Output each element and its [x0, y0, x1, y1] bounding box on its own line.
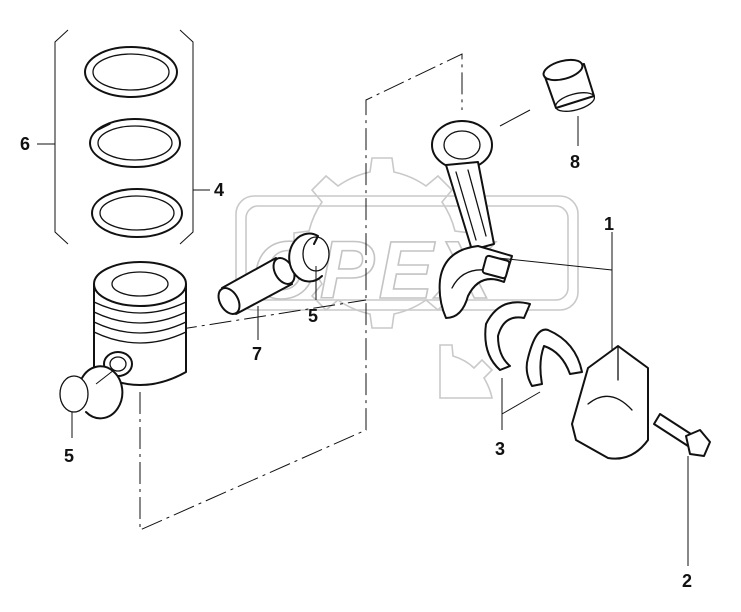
connecting-rod-cap: [571, 345, 649, 460]
callout-1: 1: [604, 214, 614, 234]
assembly-axis-lines: [139, 53, 463, 531]
connecting-rod: [431, 120, 513, 319]
ring-set-brace: [37, 29, 210, 245]
snap-ring-right: [288, 232, 330, 283]
piston-ring-middle: [89, 118, 181, 168]
callout-4: 4: [214, 180, 224, 200]
callout-5-left: 5: [64, 446, 74, 466]
bearing-shell-lower: [525, 328, 583, 387]
piston-ring-oil: [91, 188, 183, 238]
rod-cap-bolt: [653, 413, 711, 457]
piston: [93, 261, 187, 386]
small-end-bushing: [542, 58, 596, 112]
piston-ring-top: [84, 46, 178, 98]
callout-7: 7: [252, 344, 262, 364]
leader-lines: [71, 109, 689, 566]
callout-labels: 1 2 3 4 5 5 6 7 8: [20, 134, 692, 591]
callout-8: 8: [570, 152, 580, 172]
bearing-shell-upper: [484, 301, 531, 371]
callout-5-right: 5: [308, 306, 318, 326]
snap-ring-left: [59, 365, 124, 420]
piston-pin: [217, 257, 296, 315]
callout-6: 6: [20, 134, 30, 154]
callout-3: 3: [495, 439, 505, 459]
callout-2: 2: [682, 571, 692, 591]
